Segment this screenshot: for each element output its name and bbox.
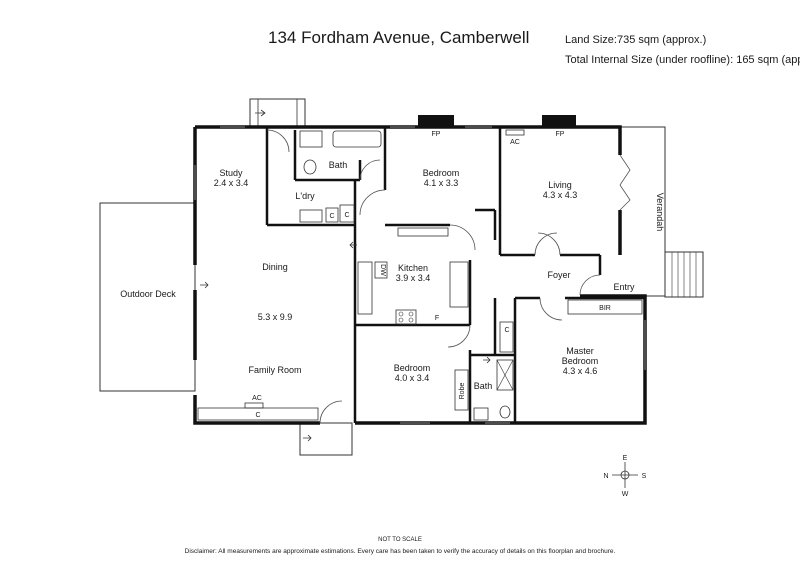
door-swings — [266, 129, 631, 424]
laundry-cupboard-1 — [325, 207, 339, 223]
chimney-bedroom — [418, 115, 454, 127]
bath2-label: Bath — [474, 381, 493, 391]
property-address-title: 134 Fordham Avenue, Camberwell — [268, 28, 530, 47]
bath-vanity — [299, 130, 323, 148]
laundry-sink — [299, 209, 323, 223]
bath2-toilet — [499, 405, 511, 419]
robe-label: Robe — [459, 383, 466, 400]
robe-cabinet — [454, 369, 469, 411]
land-size-text: Land Size:735 sqm (approx.) — [565, 34, 707, 46]
family-ac — [244, 402, 264, 409]
dw-label: DW — [379, 264, 386, 276]
compass: E N S W — [603, 455, 646, 498]
verandah-label: Verandah — [655, 193, 665, 232]
master-bedroom-label-1: Master — [566, 346, 594, 356]
fp-label-bedroom: FP — [432, 131, 441, 138]
bir-label: BIR — [599, 305, 611, 312]
kitchen-shelf — [397, 227, 449, 237]
c-label-laundry-1: C — [329, 213, 334, 220]
bath-toilet — [303, 159, 317, 175]
cooktop — [395, 309, 417, 325]
c-label-laundry-2: C — [344, 212, 349, 219]
master-bedroom-label-2: Bedroom — [562, 356, 599, 366]
laundry-cupboard-2 — [339, 204, 355, 223]
ac-label-living: AC — [510, 139, 520, 146]
chimney-living — [542, 115, 576, 127]
compass-s: S — [642, 473, 647, 480]
living-ac — [505, 129, 525, 136]
dining-size: 5.3 x 9.9 — [258, 312, 293, 322]
bedroom3-size: 4.0 x 3.4 — [395, 373, 430, 383]
laundry-label: L'dry — [295, 191, 315, 201]
outdoor-deck-label: Outdoor Deck — [120, 289, 176, 299]
built-in-robe — [567, 299, 643, 315]
interior-walls — [265, 127, 645, 423]
shower — [496, 359, 514, 391]
dishwasher — [374, 261, 388, 279]
c-label-family: C — [255, 412, 260, 419]
living-label: Living — [548, 180, 572, 190]
bath-label: Bath — [329, 160, 348, 170]
compass-n: N — [603, 473, 608, 480]
master-bedroom-size: 4.3 x 4.6 — [563, 366, 598, 376]
internal-size-text: Total Internal Size (under roofline): 16… — [565, 54, 800, 66]
disclaimer-text: Disclaimer: All measurements are approxi… — [184, 548, 616, 555]
windows — [194, 126, 646, 424]
compass-e: E — [623, 455, 628, 462]
c-label-hall: C — [504, 327, 509, 334]
flow-arrows — [200, 109, 491, 442]
kitchen-counter — [357, 261, 373, 315]
entry-label: Entry — [613, 282, 635, 292]
kitchen-label: Kitchen — [398, 263, 428, 273]
foyer-label: Foyer — [547, 270, 570, 280]
bathtub — [332, 130, 382, 148]
study-size: 2.4 x 3.4 — [214, 178, 249, 188]
side-step — [299, 422, 353, 456]
ac-label-family: AC — [252, 395, 262, 402]
kitchen-size: 3.9 x 3.4 — [396, 273, 431, 283]
dining-label: Dining — [262, 262, 288, 272]
living-size: 4.3 x 4.3 — [543, 190, 578, 200]
bath2-basin — [473, 407, 489, 421]
bedroom2-label: Bedroom — [423, 168, 460, 178]
hall-cupboard — [499, 321, 514, 353]
f-label: F — [435, 315, 439, 322]
bedroom2-size: 4.1 x 3.3 — [424, 178, 459, 188]
not-to-scale-text: NOT TO SCALE — [378, 537, 422, 543]
fp-label-living: FP — [556, 131, 565, 138]
pantry — [449, 261, 469, 308]
family-room-label: Family Room — [248, 365, 301, 375]
study-label: Study — [219, 168, 243, 178]
bedroom3-label: Bedroom — [394, 363, 431, 373]
compass-w: W — [622, 491, 629, 498]
